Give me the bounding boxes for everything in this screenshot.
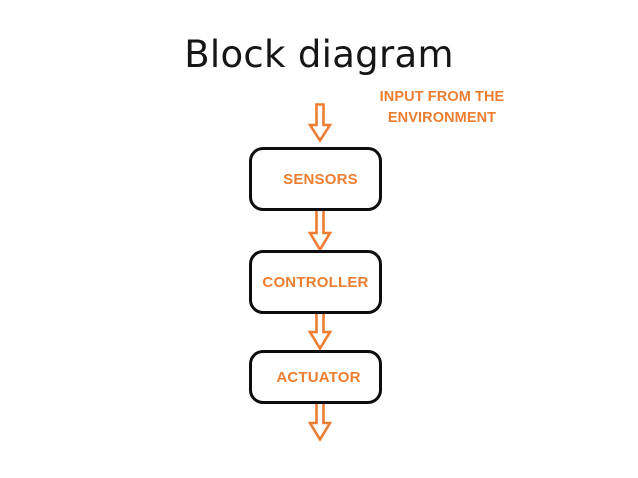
block-sensors-label: SENSORS [283,170,358,188]
input-annotation-line-1: INPUT FROM THE [379,89,505,105]
input-arrow-down-icon [308,103,332,143]
block-actuator[interactable]: ACTUATOR [249,350,382,404]
block-controller-label: CONTROLLER [262,273,369,291]
block-controller[interactable]: CONTROLLER [249,250,382,314]
block-actuator-label: ACTUATOR [276,368,361,386]
controller-to-actuator-arrow-down-icon [308,311,332,351]
page-title: Block diagram [184,33,454,76]
sensors-to-controller-arrow-down-icon [308,208,332,252]
block-sensors[interactable]: SENSORS [249,147,382,211]
input-annotation-line-2: ENVIRONMENT [387,110,497,126]
output-arrow-down-icon [308,401,332,441]
input-annotation: INPUT FROM THE ENVIRONMENT [363,87,521,129]
